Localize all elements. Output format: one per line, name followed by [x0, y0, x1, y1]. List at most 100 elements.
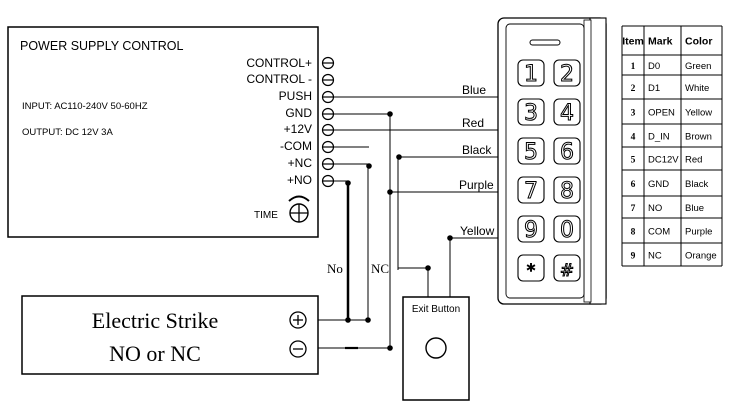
table-cell: Red — [685, 155, 702, 166]
wire-label-red: Red — [462, 116, 484, 130]
indicator-led-icon — [529, 39, 561, 46]
keypad-key-7[interactable]: 7 — [517, 176, 545, 205]
table-cell: White — [685, 83, 709, 94]
terminal-screw-icon — [321, 174, 335, 188]
table-cell: NC — [648, 251, 662, 262]
keypad-key-6[interactable]: 6 — [553, 137, 581, 166]
wire-labels: Blue Red Black Purple Yellow No NC — [327, 83, 495, 276]
wire-label-purple: Purple — [459, 178, 494, 192]
minus-terminal-icon — [289, 340, 307, 358]
terminal-label-nc: +NC — [288, 156, 313, 170]
keypad-key-label: 9 — [524, 218, 538, 243]
table-cell: D_IN — [648, 132, 670, 143]
keypad-key-9[interactable]: 9 — [517, 215, 545, 244]
table-cell: NO — [648, 203, 662, 214]
table-header-cell: Mark — [648, 36, 673, 48]
table-cell: Blue — [685, 203, 704, 214]
keypad-key-label: 8 — [560, 179, 574, 204]
keypad-key-0[interactable]: 0 — [553, 215, 581, 244]
junction-dots — [345, 111, 453, 351]
table-cell: COM — [648, 227, 670, 238]
terminal-label-com: -COM — [280, 139, 312, 153]
table-cell: Black — [685, 179, 708, 190]
table-cell: 7 — [631, 204, 636, 214]
terminal-screw-icon — [321, 123, 335, 137]
wire-label-black: Black — [462, 143, 492, 157]
keypad-key-label: 5 — [524, 140, 538, 165]
keypad-key-hash[interactable]: # — [553, 254, 581, 282]
strike-subtitle: NO or NC — [109, 341, 201, 366]
plus-terminal-icon — [289, 311, 307, 329]
wire-label-yellow: Yellow — [460, 224, 495, 238]
strike-title: Electric Strike — [92, 308, 218, 333]
wire-label-nc: NC — [371, 261, 389, 276]
keypad-key-4[interactable]: 4 — [553, 98, 581, 127]
terminal-label-control-minus: CONTROL - — [246, 72, 312, 86]
table-cell: Purple — [685, 227, 712, 238]
keypad-key-label: 0 — [560, 218, 574, 243]
terminal-label-no: +NO — [287, 173, 312, 187]
wires — [310, 96, 498, 350]
wire-label-blue: Blue — [462, 83, 486, 97]
time-knob-icon[interactable] — [288, 195, 310, 223]
electric-strike-box: Electric Strike NO or NC — [21, 295, 319, 375]
keypad-key-label: 4 — [560, 101, 574, 126]
table-cell: 4 — [631, 133, 636, 143]
keypad-key-3[interactable]: 3 — [517, 98, 545, 127]
table-header-cell: Color — [685, 36, 712, 48]
keypad-key-5[interactable]: 5 — [517, 137, 545, 166]
power-supply-title: POWER SUPPLY CONTROL — [20, 39, 184, 53]
terminal-labels: CONTROL+ CONTROL - PUSH GND +12V -COM +N… — [246, 56, 312, 187]
time-label: TIME — [254, 210, 278, 221]
table-cell: D1 — [648, 83, 660, 94]
table-cell: DC12V — [648, 155, 679, 166]
table-cell: 3 — [631, 109, 636, 119]
keypad-key-label: 3 — [524, 101, 538, 126]
wire-label-no: No — [327, 261, 343, 276]
exit-button-box[interactable]: Exit Button — [402, 296, 470, 401]
terminal-screw-icon — [321, 140, 335, 154]
exit-button-label: Exit Button — [412, 304, 460, 315]
table-cell: 9 — [631, 252, 636, 262]
keypad-key-star[interactable]: * — [517, 254, 545, 282]
keypad-key-8[interactable]: 8 — [553, 176, 581, 205]
keypad-key-label: 1 — [524, 62, 538, 87]
table-cell: OPEN — [648, 108, 675, 119]
keypad-key-label: # — [560, 261, 574, 281]
terminal-screw-icon — [321, 56, 335, 70]
terminal-screw-icon — [321, 157, 335, 171]
wire-color-table: Item Mark Color 1 D0 Green 2 D1 White 3 OPEN Yellow… — [621, 25, 723, 267]
power-supply-output: OUTPUT: DC 12V 3A — [22, 127, 113, 138]
keypad-key-label: 6 — [560, 140, 574, 165]
keypad-key-2[interactable]: 2 — [553, 59, 581, 88]
table-cell: 1 — [631, 62, 636, 72]
terminal-label-control-plus: CONTROL+ — [246, 56, 312, 70]
table-cell: D0 — [648, 61, 660, 72]
table-cell: Brown — [685, 132, 712, 143]
terminal-label-12v: +12V — [284, 122, 312, 136]
table-cell: 5 — [631, 156, 636, 166]
terminal-screws — [321, 56, 335, 188]
power-supply-box: POWER SUPPLY CONTROL INPUT: AC110-240V 5… — [7, 26, 319, 238]
table-cell: 6 — [631, 180, 636, 190]
keypad-key-label: 7 — [524, 179, 538, 204]
table-cell: Yellow — [685, 108, 712, 119]
table-cell: Orange — [685, 251, 717, 262]
exit-button-circle-icon[interactable] — [425, 337, 447, 359]
terminal-screw-icon — [321, 73, 335, 87]
keypad-key-label: 2 — [560, 62, 574, 87]
table-cell: 2 — [631, 84, 636, 94]
table-cell: 8 — [631, 228, 636, 238]
keypad-key-label: * — [527, 261, 536, 281]
terminal-label-push: PUSH — [279, 89, 312, 103]
terminal-screw-icon — [321, 107, 335, 121]
table-cell: Green — [685, 61, 711, 72]
power-supply-input: INPUT: AC110-240V 50-60HZ — [22, 101, 148, 112]
table-header-cell: Item — [622, 36, 644, 48]
table-cell: GND — [648, 179, 669, 190]
terminal-label-gnd: GND — [285, 106, 312, 120]
keypad-key-1[interactable]: 1 — [517, 59, 545, 88]
